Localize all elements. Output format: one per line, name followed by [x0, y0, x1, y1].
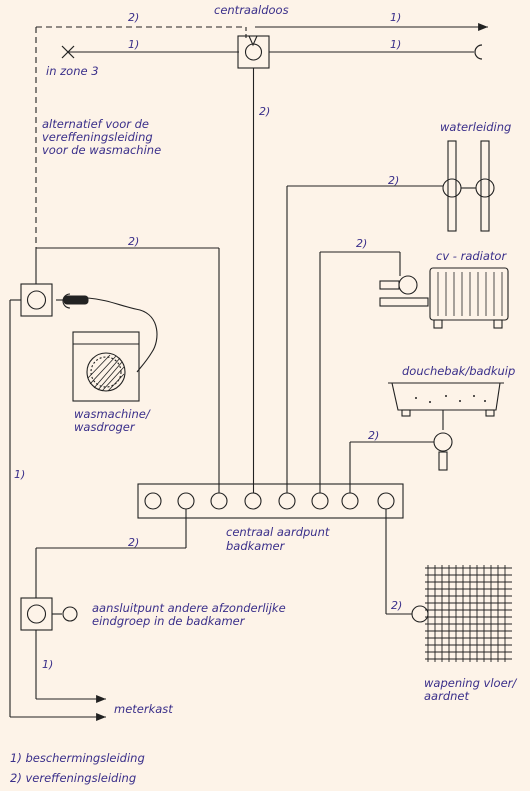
mark-top-arrow: 1)	[390, 11, 402, 24]
legend-item-1: 1) beschermingsleiding	[10, 751, 145, 765]
aansluitpunt-line-2: eindgroep in de badkamer	[92, 614, 245, 628]
alternatief-line-3: voor de wasmachine	[42, 143, 162, 157]
mark-aansluit-line: 2)	[128, 536, 140, 549]
cv-clamp	[398, 275, 418, 295]
in-zone-3-label: in zone 3	[46, 64, 99, 78]
alternatief-line-1: alternatief voor de	[42, 117, 150, 131]
radiator-body	[429, 267, 509, 321]
legend-item-2: 2) vereffeningsleiding	[10, 771, 137, 785]
aansluitpunt-circle	[26, 604, 47, 624]
wasmachine-box	[20, 283, 53, 317]
aardpunt-line-2: badkamer	[226, 539, 285, 553]
wasmachine-line-1: wasmachine/	[74, 407, 150, 421]
wapening-clamp	[411, 605, 429, 623]
douchebak-label: douchebak/badkuip	[402, 364, 516, 378]
mark-cv: 2)	[356, 237, 368, 250]
wapening-grid	[425, 565, 512, 662]
mark-wapening: 2)	[391, 599, 403, 612]
aardpunt-line-1: centraal aardpunt	[226, 525, 330, 539]
mark-zone3-left: 1)	[128, 38, 140, 51]
waterleiding-clamp-2	[475, 178, 495, 198]
mark-douche: 2)	[368, 429, 380, 442]
waterleiding-clamp-1	[442, 178, 462, 198]
wapening-line-1: wapening vloer/	[424, 676, 517, 690]
aansluitpunt-box	[20, 597, 53, 631]
mark-waterleiding: 2)	[388, 174, 400, 187]
wasmachine-circle	[26, 290, 47, 310]
washing-machine-body	[72, 331, 140, 402]
waterleiding-label: waterleiding	[440, 120, 512, 134]
mark-zone3-right: 1)	[390, 38, 402, 51]
douche-clamp	[433, 432, 453, 452]
centraaldoos-label: centraaldoos	[214, 3, 289, 17]
mark-aansluit-down: 1)	[42, 658, 54, 671]
cv-radiator-label: cv - radiator	[436, 249, 507, 263]
alternatief-line-2: vereffeningsleiding	[42, 130, 153, 144]
socket-end-icon	[474, 44, 483, 60]
aansluitpunt-line-1: aansluitpunt andere afzonderlijke	[92, 601, 286, 615]
mark-central-vertical: 2)	[259, 105, 271, 118]
mark-wasmachine-line: 2)	[128, 235, 140, 248]
meterkast-label: meterkast	[114, 702, 173, 716]
mark-long-left: 1)	[14, 468, 26, 481]
wasmachine-line-2: wasdroger	[74, 420, 135, 434]
plug-icon	[63, 295, 89, 305]
aardpunt-bar	[137, 483, 404, 519]
mark-top-dashed: 2)	[128, 11, 140, 24]
centraaldoos-box	[237, 35, 270, 69]
aardpunt-terminals	[144, 492, 395, 510]
centraaldoos-circle	[244, 43, 263, 61]
wapening-line-2: aardnet	[424, 689, 469, 703]
